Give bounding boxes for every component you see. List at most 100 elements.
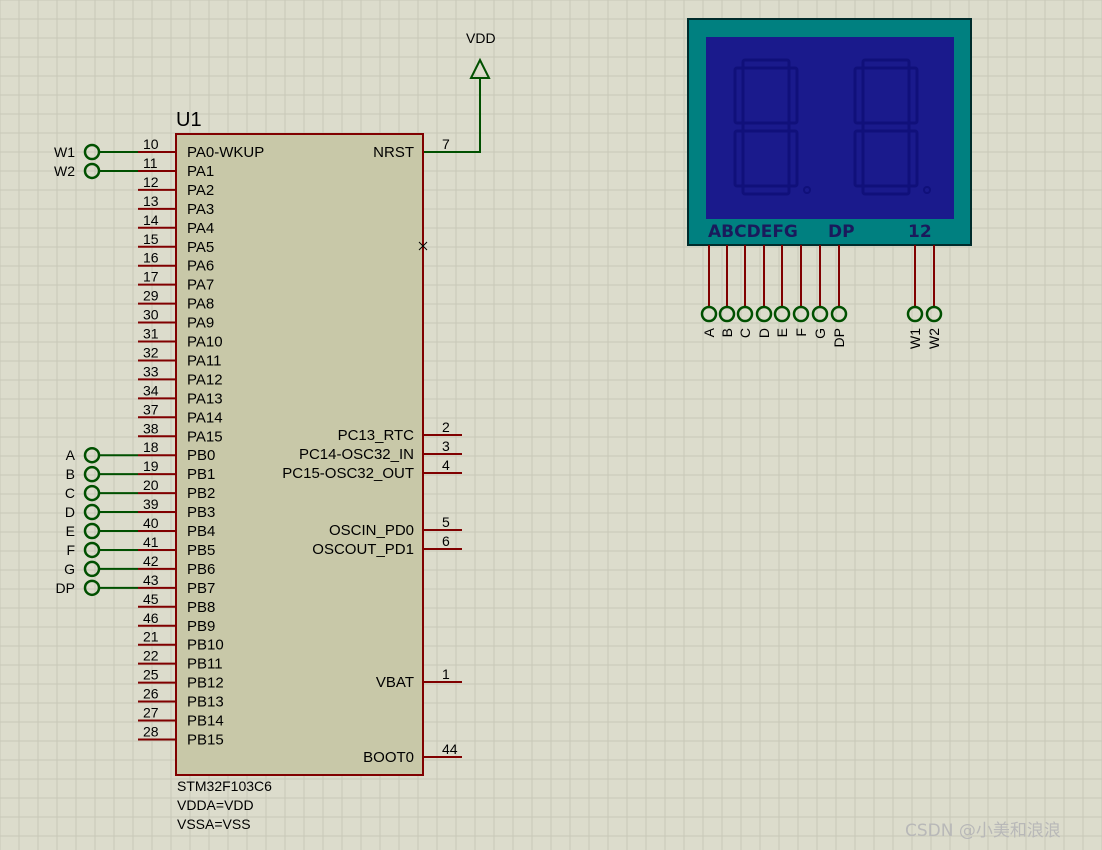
pin-name: PA0-WKUP bbox=[187, 144, 264, 161]
display-terminal-e[interactable]: E bbox=[773, 245, 791, 337]
terminal-f[interactable]: F bbox=[66, 541, 138, 559]
pin-name: PA12 bbox=[187, 371, 223, 388]
terminal-ring-icon bbox=[792, 305, 810, 323]
terminal-label: E bbox=[66, 523, 75, 539]
terminal-label: B bbox=[719, 328, 735, 337]
vdd-power[interactable]: VDD bbox=[424, 30, 496, 153]
terminal-ring-icon bbox=[83, 162, 101, 180]
terminal-g[interactable]: G bbox=[64, 560, 138, 578]
pin-name: BOOT0 bbox=[363, 749, 414, 766]
pin-name: PA9 bbox=[187, 315, 214, 332]
terminal-label: B bbox=[66, 466, 75, 482]
pin-name: PC15-OSC32_OUT bbox=[282, 465, 414, 482]
pin-number: 14 bbox=[143, 212, 159, 228]
terminal-label: A bbox=[701, 327, 717, 337]
terminal-dp[interactable]: DP bbox=[56, 579, 138, 597]
display-terminal-w1[interactable]: W1 bbox=[906, 245, 924, 349]
display-terminal-c[interactable]: C bbox=[736, 245, 754, 338]
segment bbox=[907, 129, 919, 188]
display-terminal-f[interactable]: F bbox=[792, 245, 810, 337]
pin-number: 46 bbox=[143, 610, 159, 626]
pin-number: 31 bbox=[143, 326, 159, 342]
pin-name: PB10 bbox=[187, 637, 224, 654]
pin-number: 25 bbox=[143, 667, 159, 683]
display-terminal-dp[interactable]: DP bbox=[830, 245, 848, 347]
terminal-b[interactable]: B bbox=[66, 465, 138, 483]
terminal-label: G bbox=[812, 328, 828, 339]
terminal-c[interactable]: C bbox=[65, 484, 138, 502]
pin-number: 43 bbox=[143, 572, 159, 588]
pin-number: 1 bbox=[442, 666, 450, 682]
terminal-w2[interactable]: W2 bbox=[54, 162, 138, 180]
chip-body[interactable] bbox=[175, 133, 424, 776]
pin-number: 37 bbox=[143, 401, 159, 417]
pin-number: 10 bbox=[143, 136, 159, 152]
no-connect-mark bbox=[418, 241, 428, 251]
pin-number: 22 bbox=[143, 648, 159, 664]
vdd-arrow-icon bbox=[469, 57, 491, 79]
terminal-d[interactable]: D bbox=[65, 503, 138, 521]
chip-prop-vssa: VSSA=VSS bbox=[177, 816, 251, 832]
pin-name: PA7 bbox=[187, 277, 214, 294]
pin-number: 13 bbox=[143, 193, 159, 209]
display-terminal-w2[interactable]: W2 bbox=[925, 245, 943, 349]
display-terminal-a[interactable]: A bbox=[700, 245, 718, 337]
display-terminal-g[interactable]: G bbox=[811, 245, 829, 339]
terminal-w1[interactable]: W1 bbox=[54, 143, 138, 161]
pin-name: PB14 bbox=[187, 713, 224, 730]
pin-number: 34 bbox=[143, 382, 159, 398]
terminal-label: W2 bbox=[926, 328, 942, 349]
segment bbox=[741, 184, 791, 196]
display-terminal-b[interactable]: B bbox=[718, 245, 736, 337]
terminal-a[interactable]: A bbox=[66, 446, 138, 464]
pin-number: 16 bbox=[143, 250, 159, 266]
terminal-e[interactable]: E bbox=[66, 522, 138, 540]
pin-number: 33 bbox=[143, 363, 159, 379]
display-terminal-d[interactable]: D bbox=[755, 245, 773, 338]
